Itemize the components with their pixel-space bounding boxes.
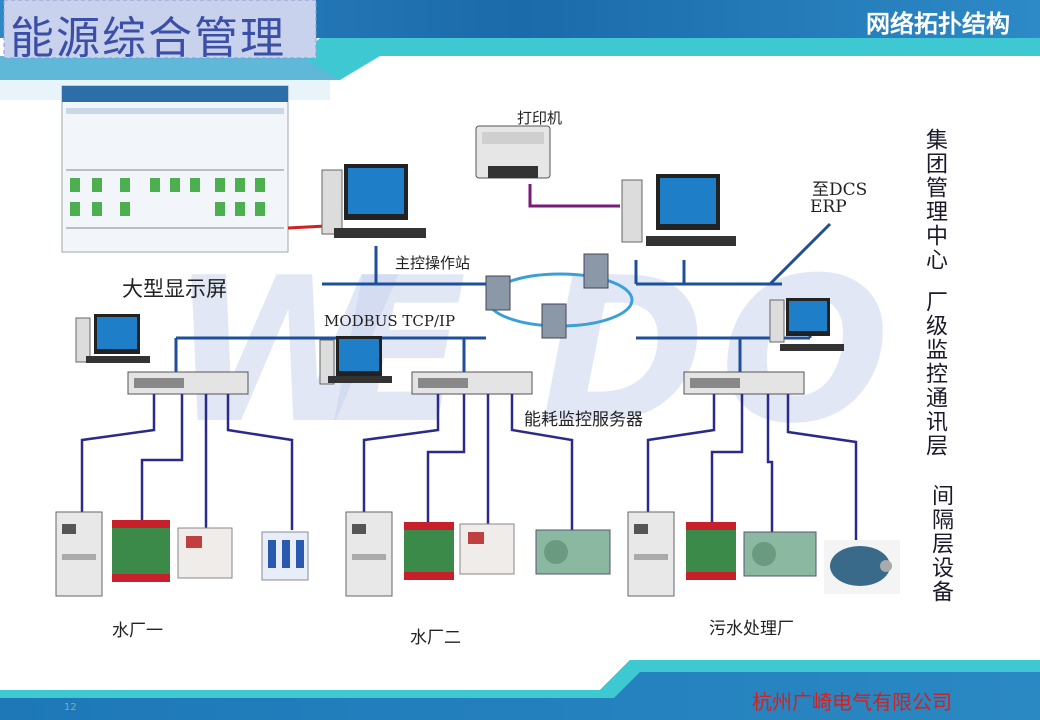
protocol-label: MODBUS TCP/IP (324, 312, 456, 330)
meter-panel (261, 531, 309, 581)
server-plant2 (411, 371, 533, 395)
main-workstation-right (621, 174, 736, 246)
workstation-plant1 (75, 314, 150, 363)
switch-2 (583, 253, 609, 289)
switch-3 (541, 303, 567, 339)
workstation-plant3 (769, 298, 844, 351)
plant2-label: 水厂二 (410, 628, 461, 648)
layer-label-plant: 厂级监控通讯层 (922, 290, 947, 458)
server-plant3 (683, 371, 805, 395)
large-display-screen (61, 85, 289, 253)
erp-label: ERP (810, 197, 847, 217)
title-box (3, 0, 317, 59)
svg-text:O: O (720, 235, 890, 468)
distribution-cabinet (177, 527, 233, 579)
pump-unit (743, 531, 817, 577)
switchgear-cabinet (345, 511, 393, 597)
dcs-label: 至DCS (812, 180, 868, 200)
page-title: 能源综合管理 (10, 13, 286, 64)
plant3-label: 污水处理厂 (709, 619, 794, 639)
printer-icon (475, 125, 551, 179)
server-label: 能耗监控服务器 (524, 410, 643, 430)
main-workstation-left (321, 164, 426, 238)
workstation-plant2 (319, 336, 392, 385)
server-plant1 (127, 371, 249, 395)
main-station-label: 主控操作站 (395, 254, 471, 272)
switch-1 (485, 275, 511, 311)
distribution-cabinet (459, 523, 515, 575)
layer-label-group: 集团管理中心 (922, 128, 947, 272)
motor (824, 540, 900, 594)
transformer (112, 520, 170, 582)
transformer (404, 522, 454, 580)
display-label: 大型显示屏 (122, 277, 227, 301)
page-subtitle: 网络拓扑结构 (866, 10, 1010, 38)
pump-unit (535, 529, 611, 575)
switchgear-cabinet (55, 511, 103, 597)
printer-link (528, 184, 620, 208)
transformer (686, 522, 736, 580)
printer-label: 打印机 (517, 109, 563, 127)
display-link (287, 224, 327, 230)
layer-label-bay: 间隔层设备 (928, 484, 953, 604)
plant1-label: 水厂一 (112, 621, 163, 641)
company-name: 杭州广崎电气有限公司 (752, 690, 952, 714)
page-number: 12 (64, 702, 77, 713)
switchgear-cabinet (627, 511, 675, 597)
